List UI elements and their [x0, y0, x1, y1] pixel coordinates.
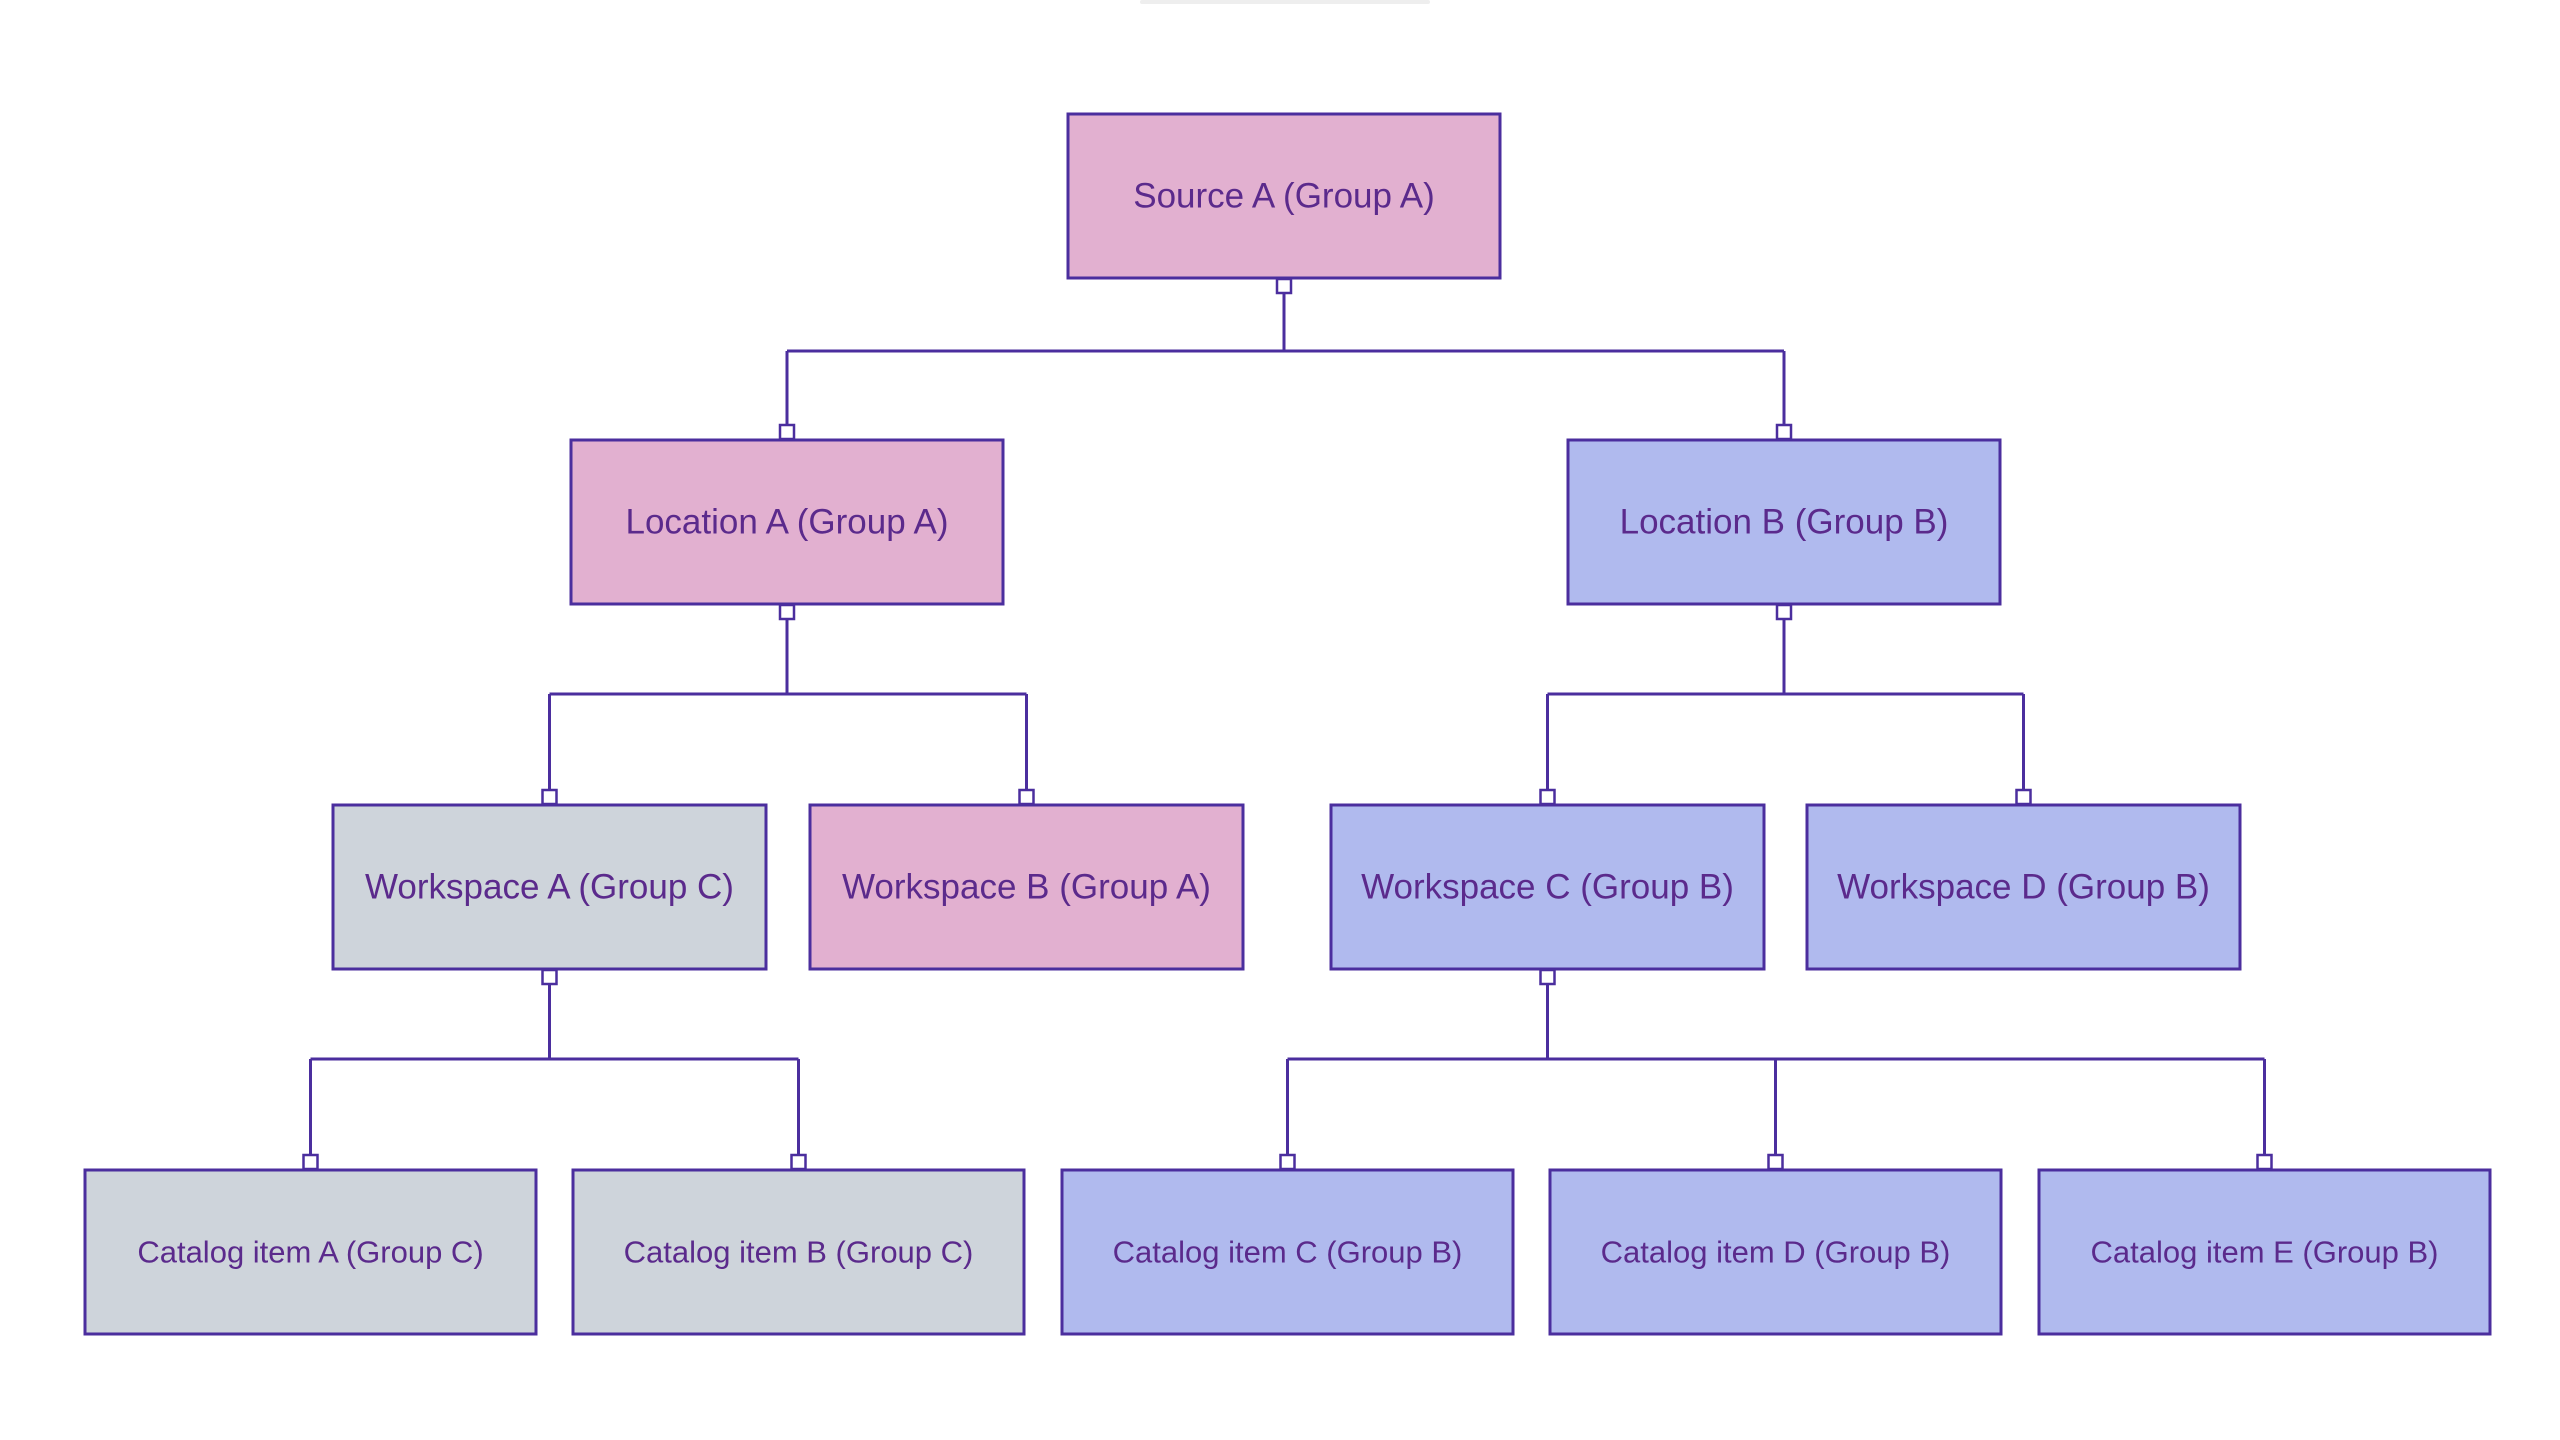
node-workspace-a: Workspace A (Group C) — [331, 803, 768, 971]
node-location-a: Location A (Group A) — [569, 438, 1005, 606]
workspace-c-box — [1329, 803, 1766, 971]
child-port — [1767, 1153, 1784, 1171]
node-boxes: Source A (Group A) Location A (Group A) Lo… — [83, 112, 2492, 1336]
catalog-item-e-label: Catalog item E (Group B) — [2090, 1235, 2438, 1270]
catalog-item-d-box — [1548, 1168, 2003, 1336]
workspace-d-box — [1805, 803, 2242, 971]
connector-lines — [309, 286, 2266, 1162]
node-catalog-item-d: Catalog item D (Group B) — [1548, 1168, 2003, 1336]
connector-ports — [302, 277, 2273, 1171]
node-workspace-d: Workspace D (Group B) — [1805, 803, 2242, 971]
child-port — [790, 1153, 807, 1171]
workspace-a-label: Workspace A (Group C) — [365, 868, 734, 907]
workspace-c-label: Workspace C (Group B) — [1361, 868, 1734, 907]
node-workspace-b: Workspace B (Group A) — [808, 803, 1245, 971]
child-port — [541, 788, 558, 806]
child-port — [778, 423, 796, 441]
child-port — [1775, 423, 1793, 441]
location-a-label: Location A (Group A) — [626, 503, 949, 542]
workspace-d-label: Workspace D (Group B) — [1837, 868, 2210, 907]
child-port — [1539, 788, 1556, 806]
node-location-b: Location B (Group B) — [1566, 438, 2002, 606]
top-edge-smudge — [1140, 0, 1430, 4]
node-catalog-item-a: Catalog item A (Group C) — [83, 1168, 538, 1336]
child-port — [1018, 788, 1035, 806]
location-a-box — [569, 438, 1005, 606]
catalog-item-e-box — [2037, 1168, 2492, 1336]
catalog-item-c-box — [1060, 1168, 1515, 1336]
parent-port — [778, 603, 796, 621]
node-workspace-c: Workspace C (Group B) — [1329, 803, 1766, 971]
parent-port — [1775, 603, 1793, 621]
node-catalog-item-e: Catalog item E (Group B) — [2037, 1168, 2492, 1336]
source-a-box — [1066, 112, 1502, 280]
parent-port — [1539, 968, 1556, 986]
child-port — [1279, 1153, 1296, 1171]
catalog-item-c-label: Catalog item C (Group B) — [1113, 1235, 1463, 1270]
child-port — [302, 1153, 319, 1171]
location-b-box — [1566, 438, 2002, 606]
child-port — [2256, 1153, 2273, 1171]
parent-port — [1275, 277, 1293, 295]
node-catalog-item-b: Catalog item B (Group C) — [571, 1168, 1026, 1336]
child-port — [2015, 788, 2032, 806]
catalog-item-d-label: Catalog item D (Group B) — [1601, 1235, 1951, 1270]
catalog-item-b-label: Catalog item B (Group C) — [624, 1235, 974, 1270]
workspace-b-box — [808, 803, 1245, 971]
catalog-item-a-box — [83, 1168, 538, 1336]
location-b-label: Location B (Group B) — [1620, 503, 1949, 542]
parent-port — [541, 968, 558, 986]
catalog-item-a-label: Catalog item A (Group C) — [137, 1235, 483, 1270]
node-source-a: Source A (Group A) — [1066, 112, 1502, 280]
source-a-label: Source A (Group A) — [1133, 177, 1435, 216]
node-catalog-item-c: Catalog item C (Group B) — [1060, 1168, 1515, 1336]
workspace-b-label: Workspace B (Group A) — [842, 868, 1211, 907]
